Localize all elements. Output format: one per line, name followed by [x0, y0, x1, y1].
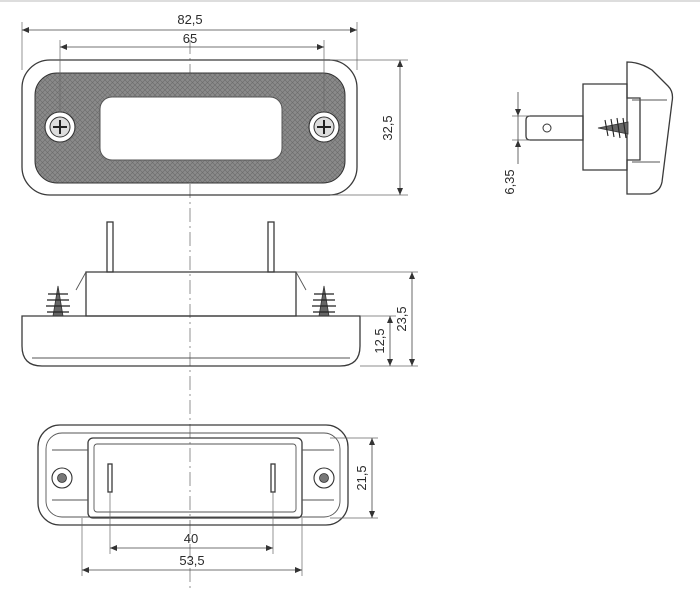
side-view: 6,35	[502, 61, 674, 195]
front-view: 12,5 23,5	[21, 221, 418, 367]
screw-icon	[44, 111, 76, 143]
screw-thread-icon	[46, 285, 70, 317]
screw-thread-icon	[597, 117, 629, 139]
screw-icon	[308, 111, 340, 143]
dim-terminal-width: 6,35	[502, 169, 517, 194]
dim-housing-width: 21,5	[354, 465, 369, 490]
dim-overall-length: 82,5	[177, 12, 202, 27]
top-view: 82,5 65 32,5	[21, 12, 408, 196]
screw-thread-icon	[312, 285, 336, 317]
mount-hole-icon	[313, 467, 335, 489]
bottom-view: 21,5 40 53,5	[37, 424, 378, 576]
dim-lens-length: 65	[183, 31, 197, 46]
dim-pin-spacing: 40	[184, 531, 198, 546]
dim-housing-length: 53,5	[179, 553, 204, 568]
mount-hole-icon	[51, 467, 73, 489]
dim-base-height: 12,5	[372, 328, 387, 353]
dim-height: 32,5	[380, 115, 395, 140]
dim-total-depth: 23,5	[394, 306, 409, 331]
